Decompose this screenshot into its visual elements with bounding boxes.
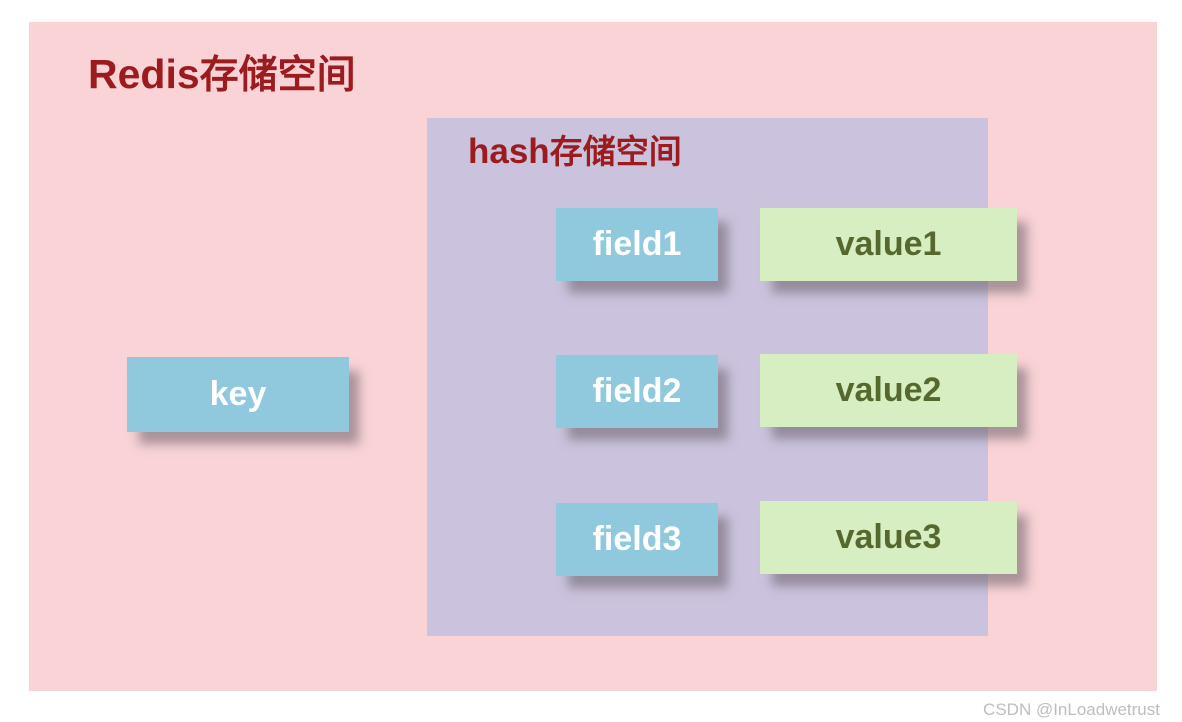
redis-space-title: Redis存储空间 xyxy=(88,51,356,98)
hash-space-title-zh: 存储空间 xyxy=(549,132,682,171)
value-box-2: value2 xyxy=(760,354,1017,427)
hash-space-title: hash存储空间 xyxy=(468,132,682,172)
field-box-2: field2 xyxy=(556,355,718,428)
redis-storage-space-container: Redis存储空间 key hash存储空间 field1 value1 fie… xyxy=(29,22,1157,691)
field-box-1: field1 xyxy=(556,208,718,281)
value-box-1: value1 xyxy=(760,208,1017,281)
redis-space-title-zh: 存储空间 xyxy=(199,52,356,98)
value-box-3: value3 xyxy=(760,501,1017,574)
key-box: key xyxy=(127,357,349,432)
hash-storage-space-container: hash存储空间 field1 value1 field2 value2 fie… xyxy=(427,118,1017,636)
redis-space-title-en: Redis xyxy=(88,51,200,97)
csdn-watermark: CSDN @InLoadwetrust xyxy=(983,700,1160,719)
hash-space-title-en: hash xyxy=(468,132,550,171)
field-box-3: field3 xyxy=(556,503,718,576)
